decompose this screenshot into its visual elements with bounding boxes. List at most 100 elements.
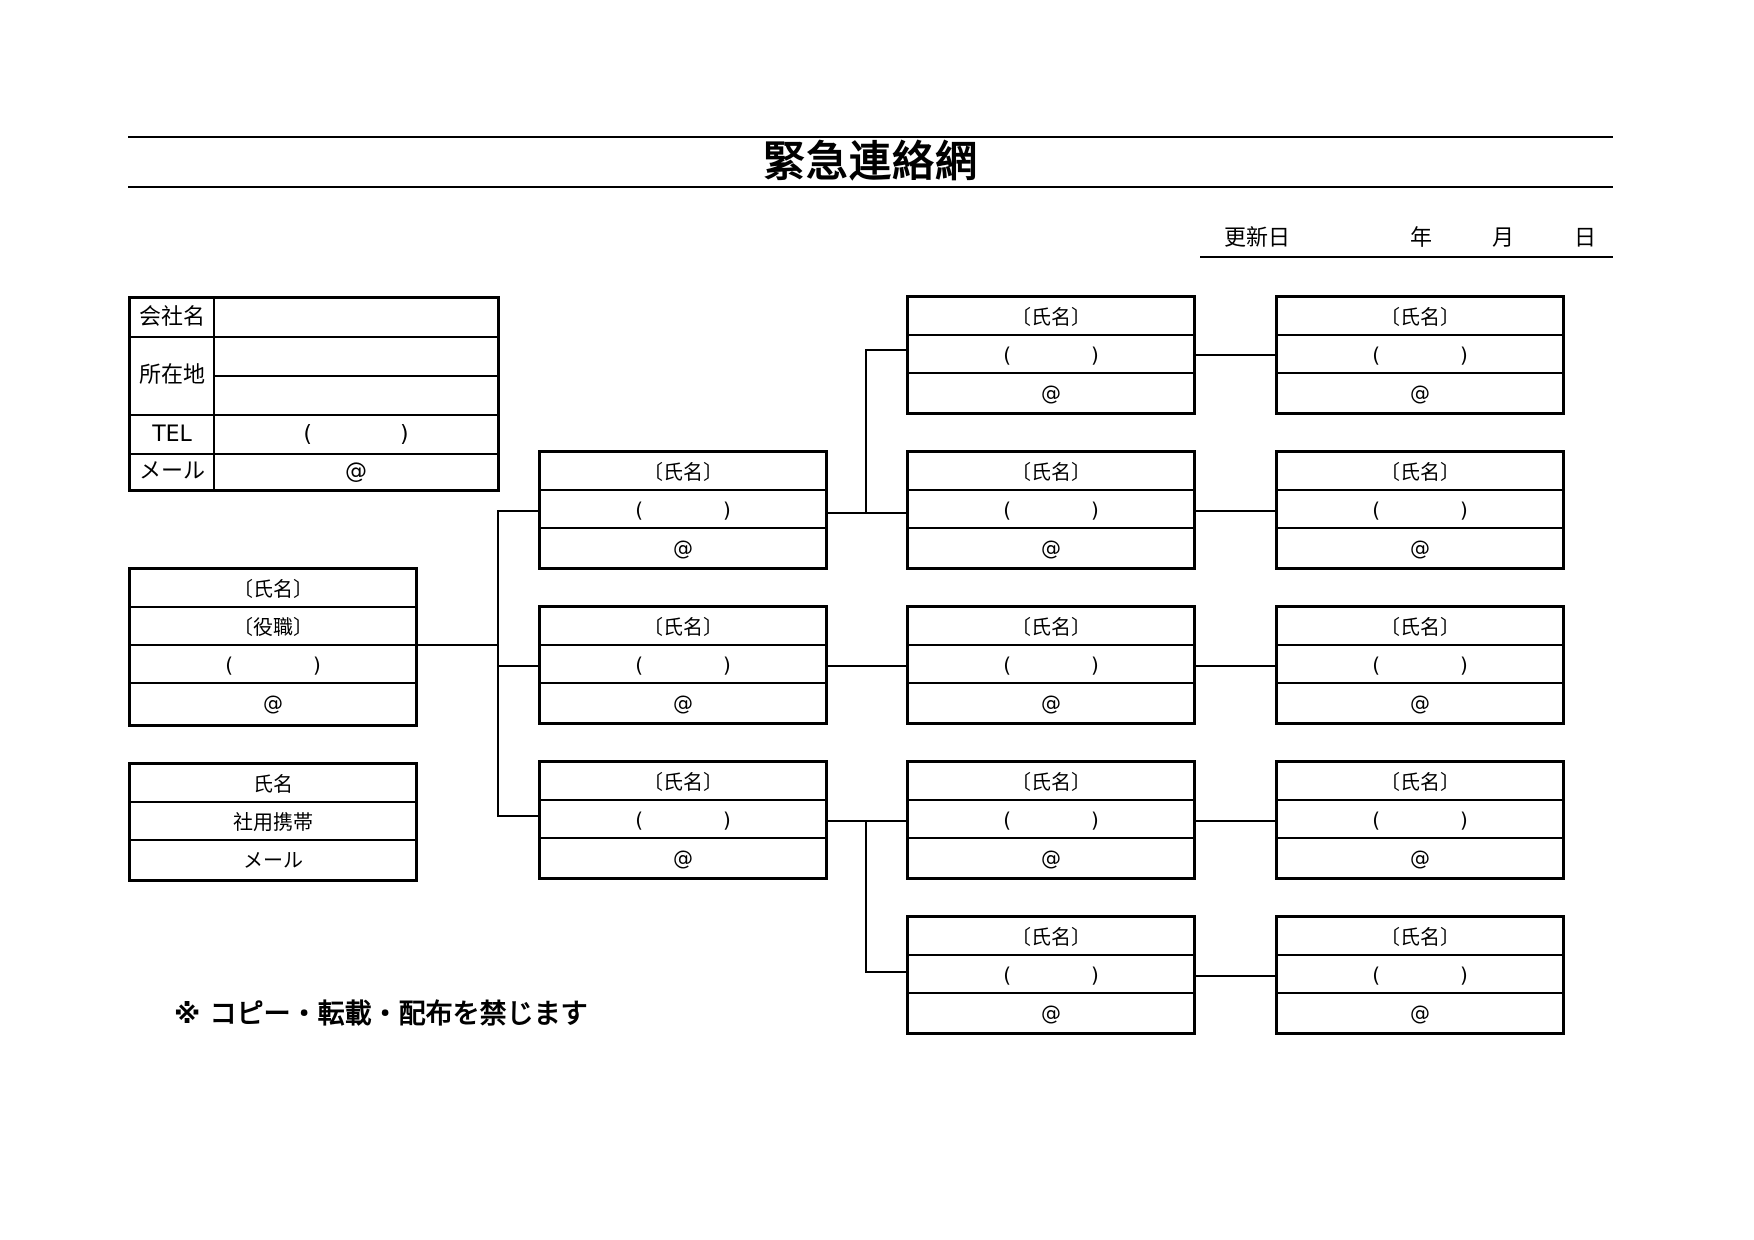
connector-line [828,512,906,514]
connector-line [828,820,906,822]
address-row-divider [215,375,497,377]
copy-prohibited-notice: ※ コピー・転載・配布を禁じます [174,999,588,1030]
head-mail-field[interactable]: @ [263,691,283,715]
contact-box-l4-3: 〔氏名〕 ( ) @ [1275,605,1565,725]
update-year-label: 年 [1410,226,1433,251]
contact-mail-field[interactable]: @ [673,536,693,560]
company-address-field-1[interactable] [215,338,497,375]
contact-box-l3-2: 〔氏名〕 ( ) @ [906,450,1196,570]
company-table-divider [213,299,215,489]
contact-phone-field[interactable]: ( ) [541,646,825,684]
contact-phone-field[interactable]: ( ) [1278,956,1562,994]
legend-box: 氏名 社用携帯 メール [128,762,418,882]
contact-mail-field[interactable]: @ [1410,1001,1430,1025]
contact-box-l2-3: 〔氏名〕 ( ) @ [538,760,828,880]
contact-name-field[interactable]: 〔氏名〕 [909,763,1193,801]
contact-mail-field[interactable]: @ [1410,846,1430,870]
contact-box-l3-4: 〔氏名〕 ( ) @ [906,760,1196,880]
company-tel-field[interactable]: ( ) [303,422,409,447]
contact-name-field[interactable]: 〔氏名〕 [1278,608,1562,646]
connector-line [497,510,538,512]
contact-mail-field[interactable]: @ [673,691,693,715]
contact-phone-field[interactable]: ( ) [1278,801,1562,839]
contact-phone-field[interactable]: ( ) [1278,491,1562,529]
connector-line [1196,820,1275,822]
contact-name-field[interactable]: 〔氏名〕 [1278,918,1562,956]
company-tel-label: TEL [152,422,192,447]
contact-box-l3-3: 〔氏名〕 ( ) @ [906,605,1196,725]
company-row-divider [131,336,497,338]
contact-name-field[interactable]: 〔氏名〕 [909,608,1193,646]
contact-name-field[interactable]: 〔氏名〕 [1278,453,1562,491]
contact-name-field[interactable]: 〔氏名〕 [541,453,825,491]
contact-box-l3-5: 〔氏名〕 ( ) @ [906,915,1196,1035]
connector-line [497,815,538,817]
contact-name-field[interactable]: 〔氏名〕 [909,298,1193,336]
contact-name-field[interactable]: 〔氏名〕 [1278,298,1562,336]
company-address-field-2[interactable] [215,377,497,414]
contact-box-l2-1: 〔氏名〕 ( ) @ [538,450,828,570]
contact-mail-field[interactable]: @ [1410,381,1430,405]
connector-line [865,820,867,973]
contact-name-field[interactable]: 〔氏名〕 [909,453,1193,491]
contact-name-field[interactable]: 〔氏名〕 [541,763,825,801]
contact-box-l2-2: 〔氏名〕 ( ) @ [538,605,828,725]
contact-box-l4-1: 〔氏名〕 ( ) @ [1275,295,1565,415]
company-name-label: 会社名 [138,305,205,330]
update-date-label: 更新日 [1224,226,1291,251]
legend-name: 氏名 [131,765,415,803]
contact-phone-field[interactable]: ( ) [909,956,1193,994]
contact-phone-field[interactable]: ( ) [909,336,1193,374]
contact-name-field[interactable]: 〔氏名〕 [1278,763,1562,801]
company-name-field[interactable] [215,299,497,336]
head-role-field[interactable]: 〔役職〕 [131,608,415,646]
contact-phone-field[interactable]: ( ) [909,491,1193,529]
page-title: 緊急連絡網 [762,137,978,186]
company-info-table: 会社名 所在地 TEL ( ) メール @ [128,296,500,492]
contact-mail-field[interactable]: @ [1041,691,1061,715]
contact-name-field[interactable]: 〔氏名〕 [909,918,1193,956]
connector-line [497,665,538,667]
contact-mail-field[interactable]: @ [673,846,693,870]
contact-mail-field[interactable]: @ [1041,1001,1061,1025]
connector-line [865,971,906,973]
head-contact-box: 〔氏名〕 〔役職〕 ( ) @ [128,567,418,727]
contact-mail-field[interactable]: @ [1041,536,1061,560]
contact-phone-field[interactable]: ( ) [1278,646,1562,684]
connector-line [1196,510,1275,512]
connector-line [1196,975,1275,977]
update-month-label: 月 [1492,226,1515,251]
connector-line [1196,665,1275,667]
contact-box-l4-5: 〔氏名〕 ( ) @ [1275,915,1565,1035]
connector-line [1196,354,1275,356]
contact-phone-field[interactable]: ( ) [541,801,825,839]
update-date-rule [1200,256,1613,258]
connector-line [828,665,906,667]
contact-phone-field[interactable]: ( ) [909,801,1193,839]
contact-mail-field[interactable]: @ [1041,381,1061,405]
contact-phone-field[interactable]: ( ) [1278,336,1562,374]
connector-line [497,510,499,817]
contact-mail-field[interactable]: @ [1410,691,1430,715]
head-name-field[interactable]: 〔氏名〕 [131,570,415,608]
title-bottom-rule [128,186,1613,188]
contact-mail-field[interactable]: @ [1041,846,1061,870]
contact-mail-field[interactable]: @ [1410,536,1430,560]
company-address-label: 所在地 [138,363,205,388]
contact-phone-field[interactable]: ( ) [541,491,825,529]
company-row-divider [131,453,497,455]
legend-phone: 社用携帯 [131,803,415,841]
head-phone-field[interactable]: ( ) [131,646,415,684]
connector-line [865,349,906,351]
company-mail-field[interactable]: @ [345,459,367,484]
contact-phone-field[interactable]: ( ) [909,646,1193,684]
update-day-label: 日 [1574,226,1597,251]
legend-mail: メール [243,848,303,872]
company-mail-label: メール [138,459,205,484]
contact-name-field[interactable]: 〔氏名〕 [541,608,825,646]
title-top-rule [128,136,1613,138]
connector-line [418,644,498,646]
contact-box-l4-4: 〔氏名〕 ( ) @ [1275,760,1565,880]
connector-line [865,349,867,514]
contact-box-l3-1: 〔氏名〕 ( ) @ [906,295,1196,415]
